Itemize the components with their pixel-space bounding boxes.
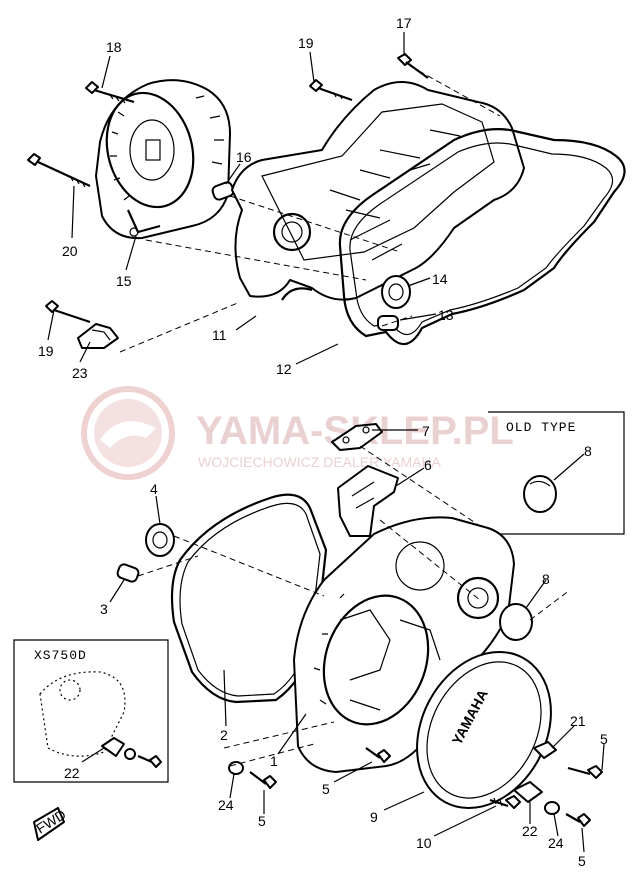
callout-label: 11 [212, 327, 227, 343]
part-17-bolt [397, 53, 429, 79]
callout-label: 8 [584, 443, 592, 459]
part-5-bolt-c [249, 771, 277, 789]
part-23-bracket [77, 323, 119, 349]
callout-label: 2 [220, 727, 228, 743]
callout-label: 1 [270, 753, 278, 769]
part-22-bracket-xs750d [101, 737, 125, 757]
leader-lines [47, 32, 605, 853]
part-10-bolt [489, 795, 521, 809]
callout-label: 19 [38, 343, 54, 359]
part-12-gasket [338, 128, 626, 346]
callout-label: 23 [72, 365, 88, 381]
callout-label: 22 [64, 765, 80, 781]
callout-label: 15 [116, 273, 132, 289]
callout-label: 3 [100, 601, 108, 617]
part-19-bolt-left [45, 300, 91, 324]
callout-label: 5 [322, 781, 330, 797]
callout-label: 7 [422, 423, 430, 439]
callout-label: 21 [570, 713, 586, 729]
callouts: 18 19 17 16 20 15 14 13 11 12 19 23 7 6 … [38, 15, 608, 869]
callout-label: 8 [542, 571, 550, 587]
callout-label: 9 [370, 809, 378, 825]
xs750d-title: XS750D [34, 648, 87, 663]
watermark: YAMA-SKLEP.PL WOJCIECHOWICZ DEALER YAMAH… [81, 386, 514, 480]
bottom-alignment-lines [137, 445, 571, 767]
fwd-marker: FWD [33, 806, 69, 841]
part-14-oil-seal [381, 275, 411, 309]
part-19-bolt-top [309, 79, 353, 102]
part-4-oil-seal [145, 523, 175, 557]
watermark-tagline: WOJCIECHOWICZ DEALER YAMAHA [198, 454, 442, 470]
part-6-breather [337, 465, 399, 537]
callout-label: 24 [218, 797, 234, 813]
callout-label: 4 [150, 481, 158, 497]
callout-label: 20 [62, 243, 78, 259]
part-5-bolt-a [567, 765, 603, 779]
top-alignment-lines [119, 65, 501, 353]
callout-label: 13 [438, 307, 454, 323]
callout-label: 18 [106, 39, 122, 55]
part-5-bolt-b [365, 747, 391, 763]
part-24-washer-a [228, 761, 244, 775]
callout-label: 5 [578, 853, 586, 869]
part-22-bracket [513, 781, 543, 803]
part-8-cap [499, 603, 533, 641]
part-3-dowel [116, 563, 140, 583]
callout-label: 22 [522, 823, 538, 839]
callout-label: 24 [548, 835, 564, 851]
watermark-logo-icon [81, 386, 175, 480]
callout-label: 5 [258, 813, 266, 829]
part-24-washer-b [544, 801, 560, 815]
old-type-title: OLD TYPE [506, 420, 576, 435]
part-20-long-bolt [27, 153, 91, 188]
callout-label: 5 [600, 731, 608, 747]
callout-label: 14 [432, 271, 448, 287]
part-18-bolt [85, 81, 135, 104]
part-8-cap-old [523, 475, 557, 513]
part-9-logo-cover: YAMAHA [416, 650, 552, 810]
callout-label: 17 [396, 15, 412, 31]
callout-label: 19 [298, 35, 314, 51]
callout-label: 12 [276, 361, 292, 377]
xs750d-box: XS750D [13, 639, 169, 783]
callout-label: 6 [424, 457, 432, 473]
part-1-crankcase-cover [293, 516, 515, 773]
part-21-bracket [533, 741, 557, 759]
part-13-dowel [377, 315, 399, 331]
callout-label: 16 [236, 149, 252, 165]
old-type-box: OLD TYPE [488, 411, 625, 535]
part-5-bolt-d [565, 813, 591, 827]
part-7-plate [331, 423, 383, 451]
part-15-flywheel-cover [95, 79, 231, 240]
callout-label: 10 [416, 835, 432, 851]
